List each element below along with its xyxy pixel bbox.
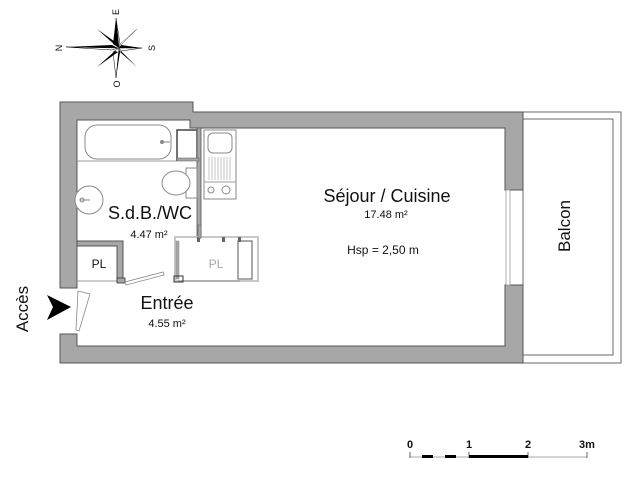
closet-door <box>124 271 165 286</box>
compass-south-label: S <box>147 45 157 51</box>
bathtub-icon <box>84 124 172 160</box>
scale-bar: 0 1 2 3m <box>407 439 595 458</box>
scale-tick-3: 3m <box>579 439 595 451</box>
compass-north-label: N <box>54 45 64 52</box>
scale-tick-0: 0 <box>407 439 413 451</box>
toilet-icon <box>161 170 191 196</box>
closet-1: PL <box>76 240 126 284</box>
exterior-walls <box>59 101 524 364</box>
entry-name: Entrée <box>140 293 193 313</box>
living-area: 17.48 m² <box>364 209 408 221</box>
closet-2-label: PL <box>209 257 224 271</box>
ceiling-height: Hsp = 2,50 m <box>347 243 419 257</box>
bathroom-name: S.d.B./WC <box>108 203 192 223</box>
closet-1-label: PL <box>92 257 107 271</box>
hob-icon <box>207 186 215 194</box>
access-label: Accès <box>13 286 32 332</box>
entry-area: 4.55 m² <box>148 318 186 330</box>
entrance-door[interactable] <box>75 290 91 332</box>
sink-icon <box>207 132 233 154</box>
duct-box <box>176 129 198 161</box>
balcony-name: Balcon <box>555 200 574 252</box>
window-balcony-door <box>505 189 511 286</box>
compass-east-label: E <box>111 9 121 15</box>
compass-rose-icon: E N S O <box>54 9 157 88</box>
entry-arrow-icon <box>47 295 71 320</box>
kitchenette <box>203 129 237 200</box>
scale-tick-2: 2 <box>525 439 531 451</box>
compass-west-label: O <box>112 80 122 87</box>
bathroom-fixtures: S.d.B./WC 4.47 m² <box>74 124 202 241</box>
living-name: Séjour / Cuisine <box>323 186 450 206</box>
balcony <box>522 111 622 364</box>
closet-2: PL <box>173 236 259 283</box>
scale-tick-1: 1 <box>466 439 472 451</box>
bathroom-area: 4.47 m² <box>130 229 168 241</box>
